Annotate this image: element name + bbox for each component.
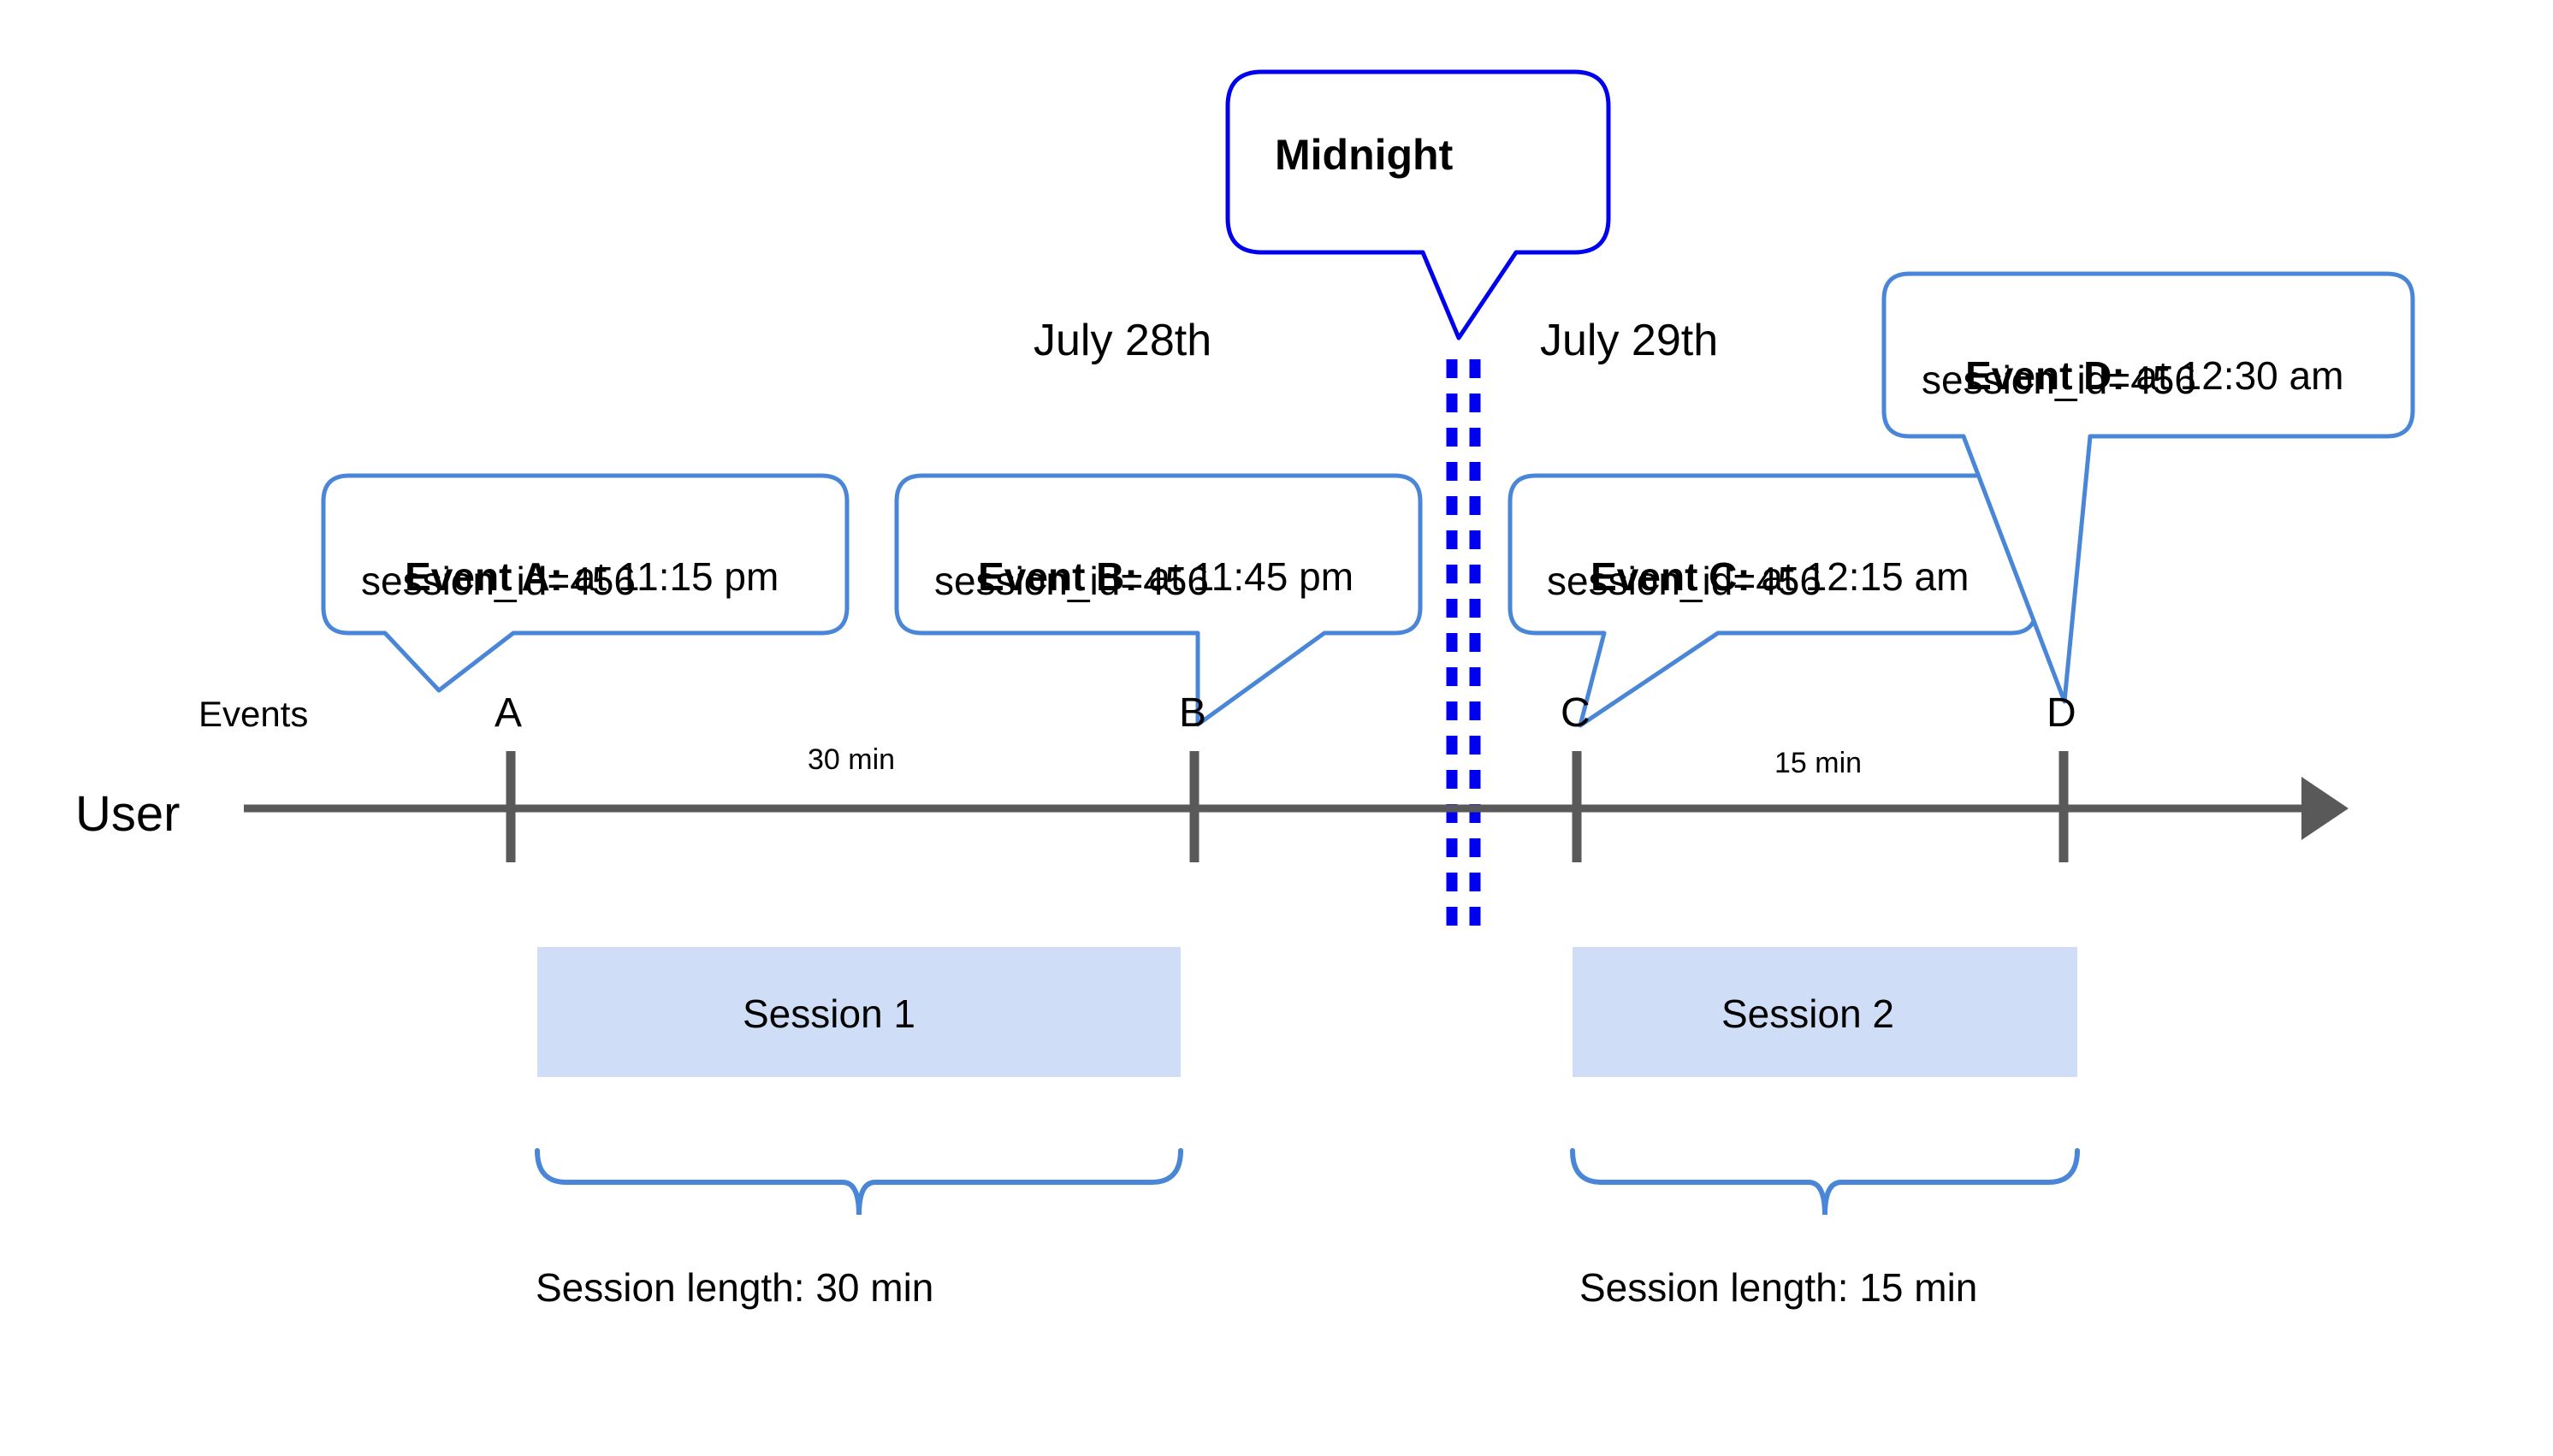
session-1-box <box>537 947 1181 1077</box>
session-2-brace <box>1570 1148 2080 1216</box>
user-lane-label: User <box>75 786 181 842</box>
event-marker-label-a: A <box>495 690 523 736</box>
event-marker-label-c: C <box>1561 690 1590 736</box>
event-a-callout-line2: session_id=456 <box>361 559 636 603</box>
event-a-time-label: at 11:15 pm <box>563 554 779 600</box>
session-2-box <box>1573 947 2077 1077</box>
event-a-callout-line1: Event A: at 11:15 pm <box>361 507 779 647</box>
event-a-bold-label: Event A: <box>405 554 564 600</box>
event-b-callout-shape <box>894 473 1423 727</box>
event-d-callout-shape <box>1881 271 2415 704</box>
event-a-callout-shape <box>321 473 850 693</box>
event-d-bold-label: Event D: <box>1965 353 2125 399</box>
session-2-length-label: Session length: 15 min <box>1579 1265 1978 1310</box>
interval-label-c-d: 15 min <box>1774 747 1863 779</box>
event-marker-label-b: B <box>1179 690 1207 736</box>
date-label-july-28: July 28th <box>1034 316 1212 365</box>
timeline-axis-arrowhead <box>2301 777 2349 840</box>
event-c-time-label: at 12:15 am <box>1750 554 1970 600</box>
session-1-brace <box>535 1148 1183 1216</box>
interval-label-a-b: 30 min <box>808 743 896 776</box>
event-c-callout-line2: session_id=456 <box>1547 559 1821 603</box>
event-b-callout-line2: session_id=456 <box>934 559 1209 603</box>
events-lane-label: Events <box>198 694 309 734</box>
date-label-july-29: July 29th <box>1540 316 1719 365</box>
midnight-callout-shape <box>1225 69 1611 340</box>
event-b-callout-line1: Event B: at 11:45 pm <box>934 507 1354 647</box>
event-d-callout-line2: session_id=456 <box>1922 358 2196 402</box>
event-b-time-label: at 11:45 pm <box>1137 554 1354 600</box>
session-1-label: Session 1 <box>743 991 916 1036</box>
session-1-length-label: Session length: 30 min <box>536 1265 934 1310</box>
session-2-label: Session 2 <box>1721 991 1895 1036</box>
event-d-time-label: at 12:30 am <box>2124 353 2344 399</box>
event-c-bold-label: Event C: <box>1590 554 1750 600</box>
event-d-callout-line1: Event D: at 12:30 am <box>1922 306 2343 446</box>
event-c-callout-line1: Event C: at 12:15 am <box>1547 507 1969 647</box>
event-marker-label-d: D <box>2047 690 2076 736</box>
midnight-callout-label: Midnight <box>1275 131 1454 179</box>
event-b-bold-label: Event B: <box>978 554 1138 600</box>
